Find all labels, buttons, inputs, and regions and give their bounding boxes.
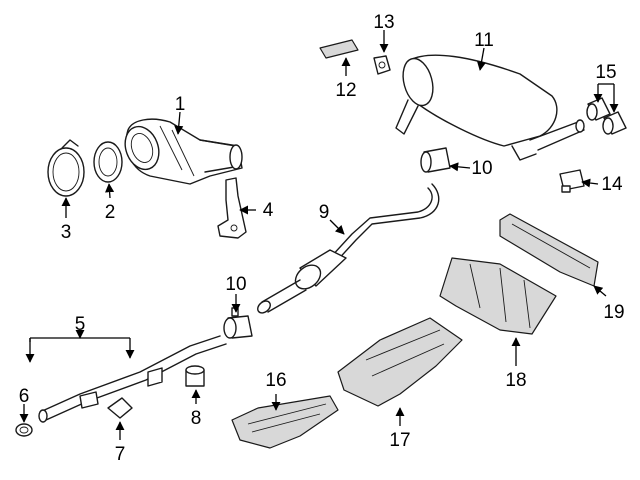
muffler-hanger bbox=[373, 55, 391, 75]
gasket-ring bbox=[93, 141, 123, 183]
callout-9: 9 bbox=[319, 202, 330, 223]
callout-7: 7 bbox=[115, 444, 126, 465]
pipe-bracket bbox=[107, 397, 133, 419]
clamp-sleeve-lower bbox=[223, 307, 253, 339]
callout-19: 19 bbox=[603, 302, 624, 323]
v-band-clamp bbox=[47, 139, 85, 197]
tailpipe-tips bbox=[586, 97, 627, 135]
center-pipe-resonator bbox=[257, 183, 440, 314]
exhaust-valve-actuator bbox=[559, 169, 585, 193]
rubber-insulator bbox=[185, 365, 205, 387]
callout-6: 6 bbox=[19, 386, 30, 407]
callout-10-upper: 10 bbox=[471, 158, 492, 179]
heat-shield-rear bbox=[439, 257, 557, 335]
converter-bracket bbox=[217, 177, 247, 239]
callout-14: 14 bbox=[601, 174, 623, 195]
callout-5: 5 bbox=[75, 314, 86, 335]
callout-3: 3 bbox=[61, 222, 72, 243]
catalytic-converter bbox=[124, 118, 243, 185]
muffler-heat-shield bbox=[319, 39, 359, 59]
rear-muffler bbox=[395, 54, 585, 161]
callout-13: 13 bbox=[373, 12, 394, 33]
callout-10-lower: 10 bbox=[225, 274, 246, 295]
pipe-clamp bbox=[15, 423, 33, 437]
callout-8: 8 bbox=[191, 408, 202, 429]
callout-15: 15 bbox=[595, 62, 616, 83]
callout-4: 4 bbox=[263, 200, 274, 221]
callout-11: 11 bbox=[474, 30, 494, 51]
front-pipe bbox=[38, 335, 227, 423]
heat-shield-front bbox=[231, 395, 339, 449]
callout-12: 12 bbox=[335, 80, 356, 101]
callouts: 1 2 3 4 5 6 7 8 9 10 10 11 12 13 14 15 1… bbox=[19, 12, 625, 465]
callout-17: 17 bbox=[389, 430, 410, 451]
leader-lines bbox=[19, 30, 619, 440]
callout-1: 1 bbox=[175, 94, 186, 115]
heat-shield-center bbox=[337, 317, 463, 407]
callout-16: 16 bbox=[265, 370, 286, 391]
clamp-sleeve-upper bbox=[420, 147, 451, 173]
callout-2: 2 bbox=[105, 202, 116, 223]
callout-18: 18 bbox=[505, 370, 526, 391]
